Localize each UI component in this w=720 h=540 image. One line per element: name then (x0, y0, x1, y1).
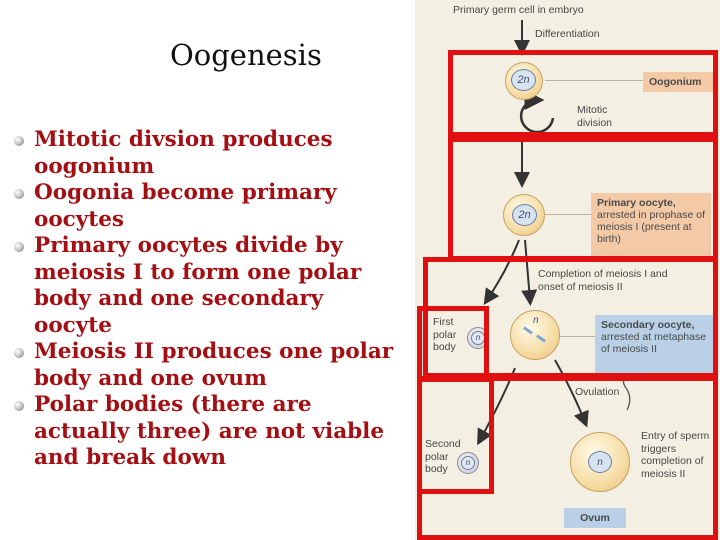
bullet-icon (14, 136, 24, 146)
meiosis1-label: Completion of meiosis I and onset of mei… (538, 268, 668, 293)
bullet-text: Polar bodies (there are actually three) … (34, 392, 385, 470)
bullet-text: Mitotic divsion produces oogonium (34, 127, 333, 179)
ovum-nucleus: n (588, 451, 612, 473)
oogonium-nucleus: 2n (511, 69, 536, 91)
ovum-cell: n (570, 432, 630, 492)
highlight-box-first-polar (417, 306, 489, 382)
bullet-item: Oogonia become primary oocytes (14, 180, 406, 233)
second-polar-nucleus: n (461, 456, 475, 470)
bullet-text: Primary oocytes divide by meiosis I to f… (34, 233, 362, 338)
differentiation-label: Differentiation (535, 28, 600, 40)
arrow-to-first-polar (483, 239, 520, 305)
sperm-entry-label: Entry of sperm triggers completion of me… (641, 430, 710, 480)
highlight-box-meiosis1 (423, 257, 718, 378)
oogonium-label: Oogonium (643, 72, 718, 92)
ovulation-label: Ovulation (575, 386, 620, 398)
secondary-oocyte-title: Secondary oocyte, (601, 319, 695, 331)
bullet-item: Mitotic divsion produces oogonium (14, 127, 406, 180)
bullet-item: Primary oocytes divide by meiosis I to f… (14, 233, 406, 339)
secondary-oocyte-ploidy: n (533, 315, 539, 326)
second-polar-body: n (457, 452, 479, 474)
top-label: Primary germ cell in embryo (453, 4, 584, 16)
oogonium-leader-line (545, 80, 645, 81)
primary-leader-line (545, 214, 595, 215)
ovum-label: Ovum (564, 508, 626, 528)
mitotic-label: Mitotic division (577, 104, 613, 129)
oogenesis-diagram: Primary germ cell in embryo Differentiat… (415, 0, 720, 540)
secondary-oocyte-label: Secondary oocyte, arrested at metaphase … (595, 315, 715, 373)
bullet-item: Polar bodies (there are actually three) … (14, 392, 406, 472)
arrow-to-secondary (521, 239, 538, 306)
bullet-item: Meiosis II produces one polar body and o… (14, 339, 406, 392)
bullet-icon (14, 189, 24, 199)
bullet-list: Mitotic divsion produces oogonium Oogoni… (14, 127, 406, 472)
oogonium-cell: 2n (505, 62, 543, 100)
arrow-to-ovum (554, 359, 589, 428)
highlight-box-primary (448, 137, 718, 261)
highlight-box-oogonium (448, 50, 718, 137)
first-polar-label: First polar body (433, 316, 457, 353)
bullet-text: Oogonia become primary oocytes (34, 180, 337, 232)
primary-oocyte-label: Primary oocyte, arrested in prophase of … (591, 193, 711, 256)
second-polar-label: Second polar body (425, 438, 461, 475)
slide-title: Oogenesis (170, 38, 322, 72)
primary-oocyte-desc: arrested in prophase of meiosis I (prese… (597, 209, 705, 245)
arrow-mitotic (519, 90, 555, 134)
primary-oocyte-nucleus: 2n (512, 204, 537, 226)
primary-oocyte-cell: 2n (503, 194, 545, 236)
highlight-box-meiosis2 (417, 376, 718, 540)
primary-oocyte-title: Primary oocyte, (597, 197, 676, 209)
bullet-icon (14, 242, 24, 252)
secondary-oocyte-cell: n (510, 310, 560, 360)
secondary-leader-line (560, 336, 600, 337)
bullet-icon (14, 348, 24, 358)
secondary-oocyte-desc: arrested at metaphase of meiosis II (601, 331, 707, 355)
bullet-icon (14, 401, 24, 411)
bullet-text: Meiosis II produces one polar body and o… (34, 339, 394, 391)
